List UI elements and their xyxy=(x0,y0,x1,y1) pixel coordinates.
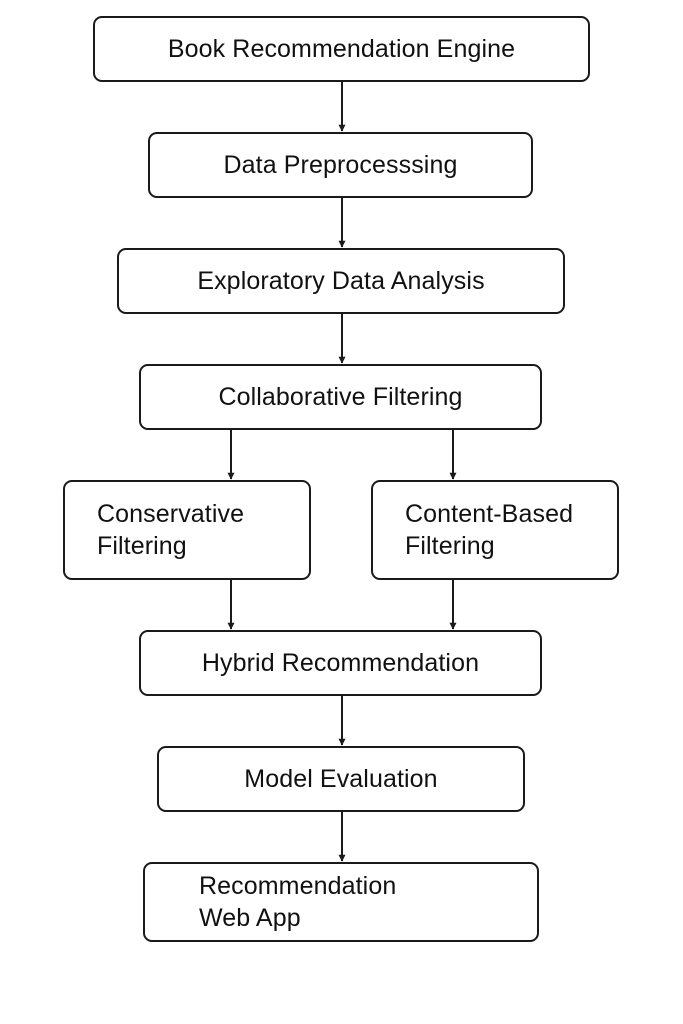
node-data-preprocessing: Data Preprocesssing xyxy=(148,132,533,198)
node-label: Data Preprocesssing xyxy=(223,151,458,179)
node-label: Content-Based Filtering xyxy=(405,500,574,560)
node-label: Hybrid Recommendation xyxy=(201,649,480,677)
node-label: Collaborative Filtering xyxy=(218,383,463,411)
node-collaborative-filtering: Collaborative Filtering xyxy=(139,364,542,430)
node-label: Exploratory Data Analysis xyxy=(197,267,485,295)
node-label: Model Evaluation xyxy=(244,765,438,793)
node-recommendation-web-app: Recommendation Web App xyxy=(143,862,539,942)
node-book-recommendation-engine: Book Recommendation Engine xyxy=(93,16,590,82)
node-model-evaluation: Model Evaluation xyxy=(157,746,525,812)
node-label: Conservative Filtering xyxy=(97,500,245,560)
node-content-based-filtering: Content-Based Filtering xyxy=(371,480,619,580)
node-exploratory-data-analysis: Exploratory Data Analysis xyxy=(117,248,565,314)
node-conservative-filtering: Conservative Filtering xyxy=(63,480,311,580)
node-hybrid-recommendation: Hybrid Recommendation xyxy=(139,630,542,696)
node-label: Book Recommendation Engine xyxy=(167,35,516,63)
node-label: Recommendation Web App xyxy=(199,872,397,932)
